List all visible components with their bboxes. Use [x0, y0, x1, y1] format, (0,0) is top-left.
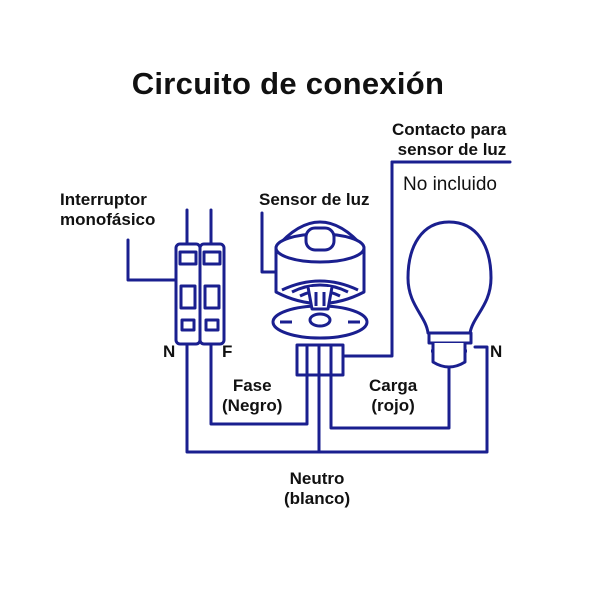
neutro-label-line2: (blanco): [284, 488, 351, 508]
sensor-label: Sensor de luz: [259, 190, 370, 209]
phase-label: F: [222, 342, 233, 361]
carga-wire-label: Carga (rojo): [369, 376, 417, 415]
light-bulb-icon: [406, 220, 493, 369]
neutral-wire: [185, 208, 489, 454]
neutral-left-label: N: [163, 342, 176, 361]
contact-note: No incluido: [403, 174, 497, 195]
phase-wire: [209, 208, 309, 426]
carga-label-line2: (rojo): [371, 395, 415, 415]
diagram-title: Circuito de conexión: [131, 66, 445, 101]
switch-label: Interruptor monofásico: [60, 190, 155, 229]
neutral-right-label: N: [490, 342, 503, 361]
contact-label: Contacto para sensor de luz: [392, 120, 506, 159]
switch-label-line2: monofásico: [60, 209, 156, 229]
callout-lines: [126, 160, 512, 358]
fase-wire-label: Fase (Negro): [222, 376, 282, 415]
neutro-label-line1: Neutro: [289, 469, 345, 488]
fase-label-line2: (Negro): [222, 395, 283, 415]
carga-label-line1: Carga: [369, 376, 418, 395]
breaker-icon: [174, 242, 226, 346]
contact-label-line2: sensor de luz: [397, 139, 507, 159]
neutro-wire-label: Neutro (blanco): [284, 469, 350, 508]
contact-label-line1: Contacto para: [392, 120, 507, 139]
fase-label-line1: Fase: [232, 376, 272, 395]
switch-label-line1: Interruptor: [60, 190, 147, 209]
sensor-icon: [271, 220, 369, 377]
load-wire: [329, 364, 451, 430]
